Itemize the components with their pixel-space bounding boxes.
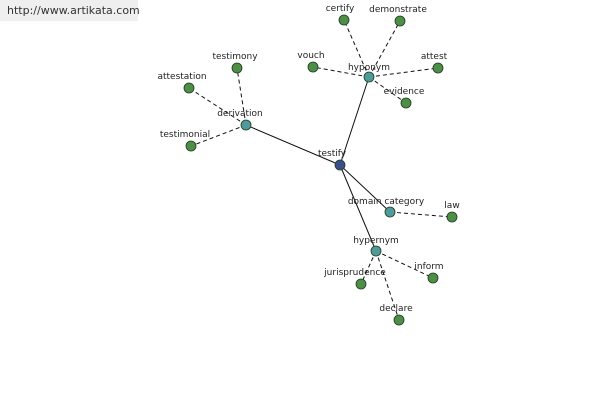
node-label-demonstrate: demonstrate [369, 5, 427, 15]
edge-testify-derivation [245, 124, 341, 166]
node-testimony[interactable] [231, 62, 243, 74]
edges-layer [188, 19, 453, 321]
node-label-law: law [444, 201, 459, 211]
node-law[interactable] [446, 211, 458, 223]
node-vouch[interactable] [307, 61, 319, 73]
node-label-attest: attest [421, 52, 448, 62]
node-label-attestation: attestation [157, 72, 206, 82]
edge-derivation-attestation [188, 87, 247, 126]
edge-hypernym-inform [375, 250, 434, 279]
node-label-derivation: derivation [217, 109, 263, 119]
node-label-certify: certify [326, 4, 355, 14]
nodes-layer [183, 14, 458, 326]
node-certify[interactable] [338, 14, 350, 26]
node-testimonial[interactable] [185, 140, 197, 152]
node-label-inform: inform [414, 262, 443, 272]
labels-layer: testify derivation hyponym domain category h… [157, 4, 459, 314]
edge-hyponym-vouch [312, 66, 370, 78]
node-label-testify: testify [318, 149, 347, 159]
node-testify[interactable] [334, 159, 346, 171]
node-attest[interactable] [432, 62, 444, 74]
node-jurisprudence[interactable] [355, 278, 367, 290]
edge-testify-hyponym [339, 76, 370, 166]
node-attestation[interactable] [183, 82, 195, 94]
node-label-jurisprudence: jurisprudence [323, 268, 386, 278]
edge-derivation-testimonial [190, 124, 247, 147]
node-label-hypernym: hypernym [353, 236, 399, 246]
source-watermark-bar: http://www.artikata.com [0, 0, 140, 21]
node-hypernym[interactable] [370, 245, 382, 257]
edge-hypernym-declare [375, 250, 400, 321]
edge-derivation-testimony [236, 67, 247, 126]
node-label-domain_category: domain category [348, 197, 425, 207]
source-url-text: http://www.artikata.com [7, 4, 140, 17]
edge-testify-hypernym [339, 164, 377, 252]
edge-hypernym-jurisprudence [360, 250, 377, 285]
edge-testify-domain_category [339, 164, 391, 213]
edge-hyponym-attest [368, 67, 439, 78]
edge-hyponym-demonstrate [368, 20, 401, 78]
node-label-hyponym: hyponym [348, 63, 390, 73]
node-demonstrate[interactable] [394, 15, 406, 27]
node-hyponym[interactable] [363, 71, 375, 83]
node-label-vouch: vouch [297, 51, 324, 61]
node-derivation[interactable] [240, 119, 252, 131]
node-label-testimonial: testimonial [160, 130, 210, 140]
node-domain_category[interactable] [384, 206, 396, 218]
node-label-testimony: testimony [212, 52, 258, 62]
node-inform[interactable] [427, 272, 439, 284]
edge-hyponym-evidence [368, 76, 407, 104]
edge-domain_category-law [389, 211, 453, 218]
node-label-declare: declare [379, 304, 413, 314]
node-declare[interactable] [393, 314, 405, 326]
node-label-evidence: evidence [384, 87, 425, 97]
node-evidence[interactable] [400, 97, 412, 109]
edge-hyponym-certify [343, 19, 370, 78]
